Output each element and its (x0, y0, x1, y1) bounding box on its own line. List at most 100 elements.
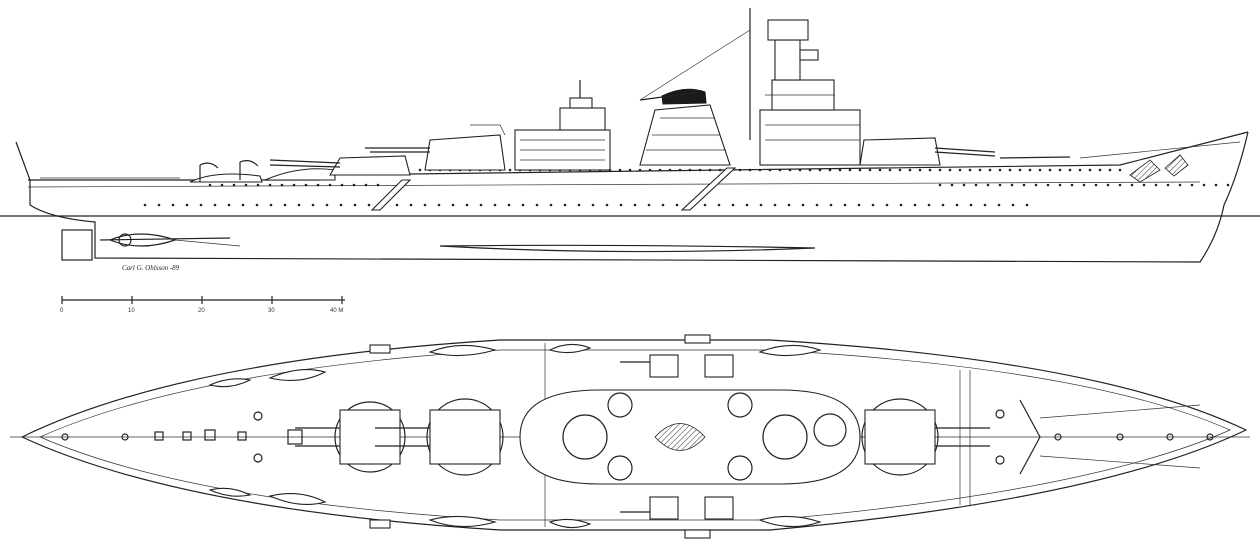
porthole (974, 183, 978, 187)
porthole (1034, 183, 1038, 187)
deck-details (40, 141, 1241, 183)
porthole (968, 168, 972, 172)
porthole (1058, 168, 1062, 172)
scale-tick-label: 40 M (330, 308, 343, 314)
bridge-tower (639, 8, 861, 166)
porthole (768, 168, 772, 172)
porthole (913, 203, 917, 207)
porthole (703, 203, 707, 207)
porthole (1118, 183, 1122, 187)
porthole (577, 203, 581, 207)
porthole (898, 168, 902, 172)
porthole (1226, 183, 1230, 187)
porthole (745, 203, 749, 207)
porthole (948, 168, 952, 172)
porthole (1082, 183, 1086, 187)
deck-line (28, 131, 1249, 181)
porthole (1025, 203, 1029, 207)
porthole (395, 203, 399, 207)
porthole (801, 203, 805, 207)
porthole (256, 183, 260, 187)
porthole (220, 183, 224, 187)
porthole (1028, 168, 1032, 172)
porthole (304, 183, 308, 187)
side-profile-view: Carl G. Ohlsson -89 (function(){ var g =… (0, 8, 1260, 272)
porthole (292, 183, 296, 187)
forward-main-turret-a (999, 156, 1071, 159)
porthole (808, 168, 812, 172)
porthole (668, 168, 672, 172)
porthole (618, 168, 622, 172)
porthole (998, 183, 1002, 187)
porthole (340, 183, 344, 187)
porthole (563, 203, 567, 207)
porthole (508, 168, 512, 172)
porthole (648, 168, 652, 172)
porthole (633, 203, 637, 207)
stern-boats (189, 160, 336, 183)
porthole (787, 203, 791, 207)
porthole (316, 183, 320, 187)
porthole (997, 203, 1001, 207)
porthole (507, 203, 511, 207)
porthole (628, 168, 632, 172)
porthole (718, 168, 722, 172)
porthole (758, 168, 762, 172)
porthole (798, 168, 802, 172)
porthole (269, 203, 273, 207)
porthole (465, 203, 469, 207)
porthole (818, 168, 822, 172)
porthole (858, 168, 862, 172)
porthole (899, 203, 903, 207)
porthole (479, 203, 483, 207)
porthole (268, 183, 272, 187)
porthole (938, 183, 942, 187)
porthole (688, 168, 692, 172)
porthole (1068, 168, 1072, 172)
plan-turret-y (375, 398, 504, 476)
porthole (748, 168, 752, 172)
porthole (708, 168, 712, 172)
porthole (255, 203, 259, 207)
plan-superstructure (519, 389, 861, 485)
porthole (283, 203, 287, 207)
porthole (364, 183, 368, 187)
deck-outline (20, 339, 1248, 531)
porthole (698, 168, 702, 172)
porthole (213, 203, 217, 207)
porthole (591, 203, 595, 207)
porthole (1106, 183, 1110, 187)
porthole (325, 203, 329, 207)
porthole (1214, 183, 1218, 187)
porthole (998, 168, 1002, 172)
porthole (199, 203, 203, 207)
porthole (675, 203, 679, 207)
scale-tick-label: 20 (198, 308, 205, 314)
porthole (928, 168, 932, 172)
porthole (157, 203, 161, 207)
porthole (437, 203, 441, 207)
porthole (829, 203, 833, 207)
porthole (328, 183, 332, 187)
porthole (1178, 183, 1182, 187)
porthole (1118, 168, 1122, 172)
porthole (888, 168, 892, 172)
porthole (227, 203, 231, 207)
porthole (986, 183, 990, 187)
plan-turret-b (861, 398, 990, 476)
plan-view (10, 334, 1250, 539)
porthole (143, 203, 147, 207)
aft-superstructure (514, 80, 611, 171)
portholes: (function(){ var g = document.currentScr… (143, 168, 1230, 207)
porthole (815, 203, 819, 207)
porthole (241, 203, 245, 207)
aft-main-turret-y (365, 124, 506, 171)
porthole (1098, 168, 1102, 172)
porthole (918, 168, 922, 172)
porthole (1078, 168, 1082, 172)
porthole (647, 203, 651, 207)
porthole (778, 168, 782, 172)
porthole (788, 168, 792, 172)
